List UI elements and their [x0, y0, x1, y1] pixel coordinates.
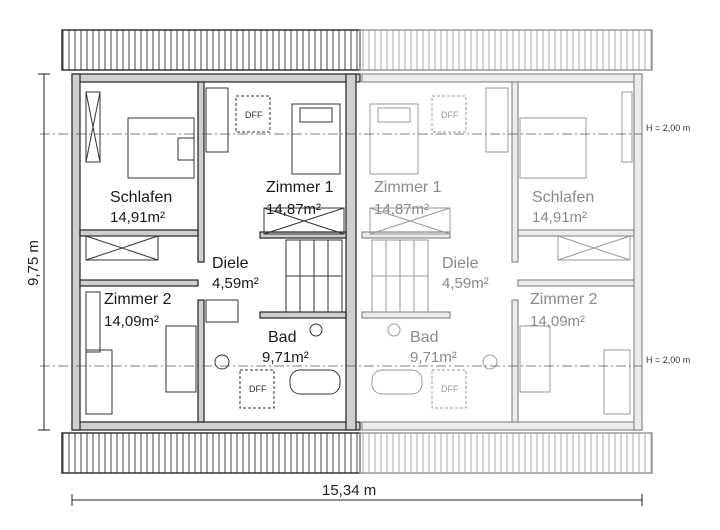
dff-label-4: DFF [441, 384, 459, 394]
roof-top [61, 29, 653, 71]
room-name-bad-left: Bad [268, 329, 296, 346]
skylight-boxes [235, 95, 467, 409]
room-area-zimmer1-right: 14,87m² [374, 201, 429, 218]
room-area-zimmer2-right: 14,09m² [530, 313, 585, 330]
roof-bottom [61, 432, 653, 474]
room-name-diele-right: Diele [442, 255, 479, 272]
walls-left-unit [71, 73, 361, 431]
room-name-bad-right: Bad [410, 329, 438, 346]
walls-right-unit [361, 73, 643, 431]
dff-label-1: DFF [245, 110, 263, 120]
dimension-depth: 9,75 m [25, 240, 42, 286]
dff-label-3: DFF [441, 110, 459, 120]
room-name-zimmer1-left: Zimmer 1 [266, 179, 334, 196]
room-area-diele-right: 4,59m² [442, 275, 489, 292]
room-name-diele-left: Diele [212, 255, 249, 272]
furniture-right [369, 87, 633, 415]
height-mark-top: H = 2,00 m [646, 123, 690, 133]
room-name-schlafen-right: Schlafen [532, 189, 594, 206]
room-area-zimmer1-left: 14,87m² [266, 201, 321, 218]
room-area-bad-left: 9,71m² [262, 349, 309, 366]
room-name-zimmer1-right: Zimmer 1 [374, 179, 442, 196]
room-name-zimmer2-right: Zimmer 2 [530, 291, 598, 308]
room-name-zimmer2-left: Zimmer 2 [104, 291, 172, 308]
room-area-bad-right: 9,71m² [410, 349, 457, 366]
room-area-schlafen-right: 14,91m² [532, 209, 587, 226]
height-mark-bottom: H = 2,00 m [646, 355, 690, 365]
room-area-diele-left: 4,59m² [212, 275, 259, 292]
furniture-left [85, 87, 345, 415]
room-name-schlafen-left: Schlafen [110, 189, 172, 206]
dff-label-2: DFF [249, 384, 267, 394]
room-area-zimmer2-left: 14,09m² [104, 313, 159, 330]
dimension-lines [38, 73, 643, 506]
room-area-schlafen-left: 14,91m² [110, 209, 165, 226]
dimension-width: 15,34 m [322, 482, 376, 499]
height-lines [40, 133, 642, 367]
